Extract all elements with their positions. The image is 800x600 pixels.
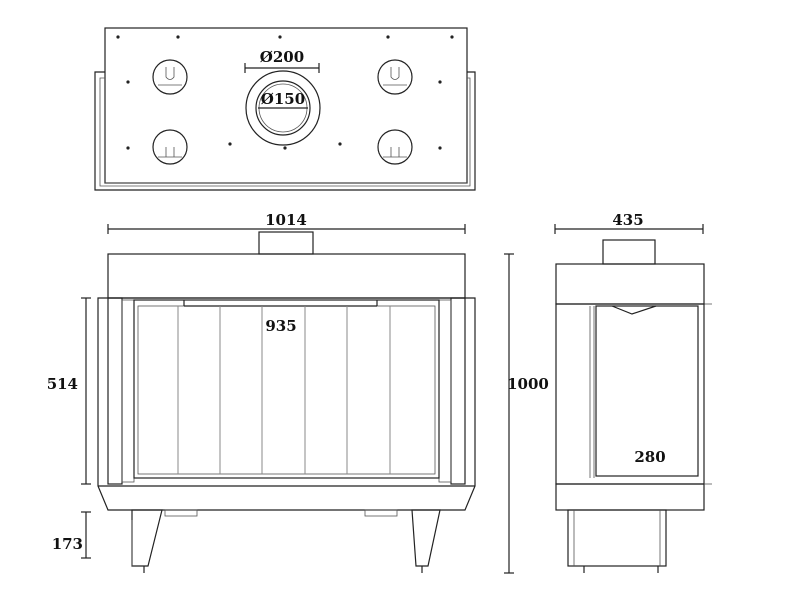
knockout-bottom-left [152, 129, 188, 165]
front-left-pillar [107, 297, 123, 485]
side-body [555, 303, 705, 485]
top-holes [116, 35, 454, 150]
top-flange-outline [94, 71, 476, 191]
side-glass [595, 305, 699, 477]
label-front-width: 1014 [265, 211, 307, 229]
label-side-depth: 435 [612, 211, 643, 229]
front-baffles [177, 306, 391, 474]
label-flue-outer: Ø200 [260, 48, 304, 66]
side-hood [555, 263, 705, 305]
label-flue-inner: Ø150 [261, 90, 305, 108]
knockout-top-right [377, 59, 413, 95]
side-view: 1000 435 280 [504, 211, 712, 574]
label-leg-height: 173 [52, 535, 83, 553]
top-flange-inner [99, 77, 471, 187]
label-glass-height: 514 [47, 375, 78, 393]
front-view: 1014 935 514 [47, 211, 476, 573]
front-right-pillar [450, 297, 466, 485]
label-glass-width: 935 [265, 317, 296, 335]
label-side-glass: 280 [634, 448, 665, 466]
front-left-leg [131, 509, 163, 567]
label-total-height: 1000 [507, 375, 549, 393]
front-flue-outlet [258, 231, 314, 255]
side-deflector [611, 305, 657, 315]
front-hood [107, 253, 466, 299]
knockout-bottom-right [377, 129, 413, 165]
side-base [555, 483, 705, 511]
knockout-top-left [152, 59, 188, 95]
front-glass [133, 299, 440, 479]
top-view: Ø200 Ø150 [94, 27, 476, 191]
front-right-leg [411, 509, 441, 567]
side-stand [567, 509, 667, 567]
side-flue-outlet [602, 239, 656, 265]
